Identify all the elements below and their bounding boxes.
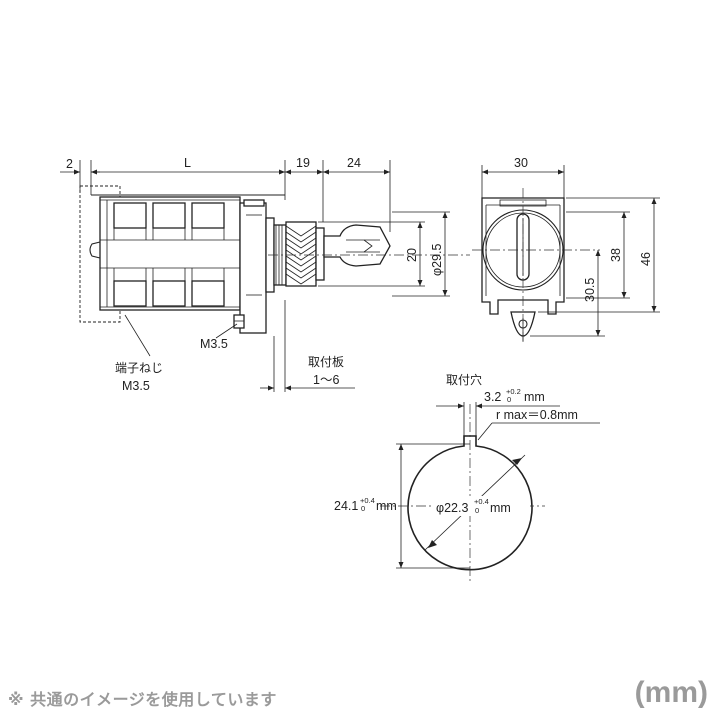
radius-note: r max＝0.8mm (496, 408, 578, 422)
dim-19: 19 (296, 156, 310, 170)
dim-front-width: 30 (514, 156, 528, 170)
dim-30-5: 30.5 (583, 278, 597, 302)
dim-24: 24 (347, 156, 361, 170)
front-view: 30 38 46 (472, 156, 660, 342)
label-mounting-plate: 取付板 (308, 355, 344, 369)
unit-label: (mm) (634, 676, 708, 709)
notch-tol-upper: +0.2 (506, 387, 521, 396)
height-value: 24.1 (334, 499, 358, 513)
notch-tol-lower: 0 (507, 395, 511, 404)
side-view: 2 L 19 24 (60, 156, 470, 393)
diameter-value: φ22.3 (436, 501, 468, 515)
diameter-unit: mm (490, 501, 511, 515)
notch-unit: mm (524, 390, 545, 404)
dim-38: 38 (609, 248, 623, 262)
height-tol-lower: 0 (361, 504, 365, 513)
label-terminal-screw-size: M3.5 (122, 379, 150, 393)
label-terminal-screw: 端子ねじ (115, 361, 163, 375)
panel-cutout: 取付穴 3.2 +0.2 0 mm r max＝0.8mm 24.1 +0 (334, 372, 600, 582)
panel-cutout-title: 取付穴 (446, 372, 482, 387)
dim-terminal-offset: 2 (66, 157, 73, 171)
dim-diameter: φ29.5 (430, 244, 444, 276)
height-unit: mm (376, 499, 397, 513)
diameter-tol-upper: +0.4 (474, 497, 489, 506)
footer-note: ※ 共通のイメージを使用しています (8, 690, 277, 709)
label-m35: M3.5 (200, 337, 228, 351)
height-tol-upper: +0.4 (360, 496, 375, 505)
notch-width: 3.2 (484, 390, 501, 404)
dim-46: 46 (639, 252, 653, 266)
dim-length: L (184, 156, 191, 170)
dim-20: 20 (405, 248, 419, 262)
diameter-tol-lower: 0 (475, 506, 479, 515)
label-mounting-plate-range: 1～6 (313, 373, 339, 387)
